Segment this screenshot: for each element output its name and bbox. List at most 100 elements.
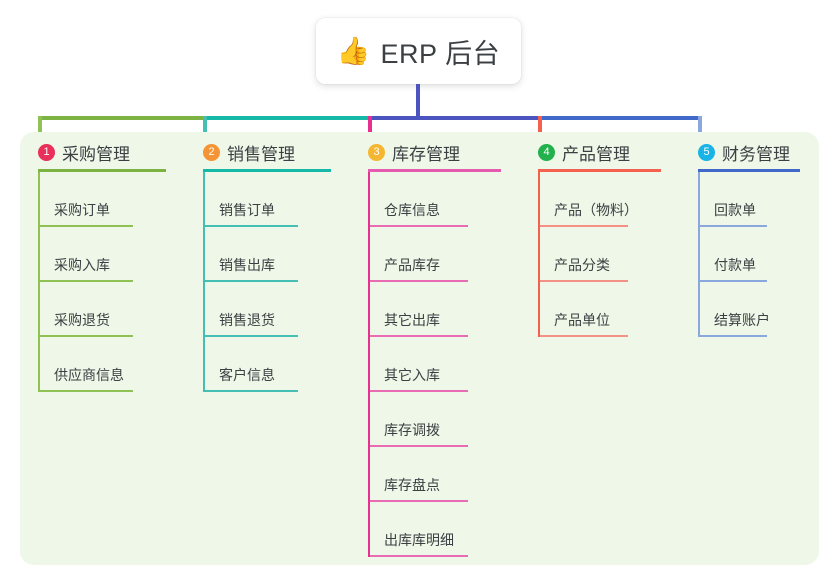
branch-item[interactable]: 出库库明细 (350, 502, 520, 557)
branch-item[interactable]: 回款单 (680, 172, 819, 227)
branch-item-label: 产品分类 (554, 257, 610, 273)
branch-header-4[interactable]: 4 产品管理 (520, 132, 680, 172)
branch-item[interactable]: 采购退货 (20, 282, 185, 337)
branch-item[interactable]: 供应商信息 (20, 337, 185, 392)
branch-item-list: 采购订单采购入库采购退货供应商信息 (20, 172, 185, 392)
branch-header-1[interactable]: 1 采购管理 (20, 132, 185, 172)
branch-item-rule (538, 280, 628, 282)
branch-item[interactable]: 采购入库 (20, 227, 185, 282)
branch-item[interactable]: 产品单位 (520, 282, 680, 337)
branch-item-rule (38, 280, 133, 282)
branch-item[interactable]: 库存盘点 (350, 447, 520, 502)
branch-title: 采购管理 (62, 144, 130, 164)
branch-item[interactable]: 结算账户 (680, 282, 819, 337)
branch-spine (203, 172, 205, 392)
root-stem-connector (416, 84, 420, 120)
branch-item-label: 其它出库 (384, 312, 440, 328)
branch-column-2: 2 销售管理销售订单销售出库销售退货客户信息 (185, 132, 350, 565)
branch-title: 销售管理 (227, 144, 295, 164)
branch-item-label: 其它入库 (384, 367, 440, 383)
branch-item-label: 结算账户 (714, 312, 770, 328)
branch-number-badge: 1 (38, 143, 55, 161)
branch-header-2[interactable]: 2 销售管理 (185, 132, 350, 172)
branch-item-list: 产品（物料） 产品分类产品单位 (520, 172, 680, 337)
branch-number-badge: 4 (538, 143, 555, 161)
connector-stub-2 (203, 116, 207, 138)
branch-item-rule (538, 225, 628, 227)
root-node[interactable]: 👍 ERP 后台 (316, 18, 521, 84)
branch-header-5[interactable]: 5 财务管理 (680, 132, 819, 172)
branch-item-rule (38, 390, 133, 392)
branch-item[interactable]: 客户信息 (185, 337, 350, 392)
connector-stub-1 (38, 116, 42, 138)
branch-title: 库存管理 (392, 144, 460, 164)
branch-item-rule (698, 280, 767, 282)
branch-item-label: 付款单 (714, 257, 756, 273)
branch-item-list: 销售订单销售出库销售退货客户信息 (185, 172, 350, 392)
branch-item-label: 库存盘点 (384, 477, 440, 493)
branch-item[interactable]: 产品（物料） (520, 172, 680, 227)
branch-item-rule (368, 500, 468, 502)
connector-bus-segment (38, 116, 207, 120)
branch-item-rule (38, 335, 133, 337)
thumbs-up-icon: 👍 (336, 35, 371, 67)
branch-item-label: 仓库信息 (384, 202, 440, 218)
branch-spine (698, 172, 700, 337)
branch-header-3[interactable]: 3 库存管理 (350, 132, 520, 172)
branch-header-rule (538, 169, 661, 172)
branch-item-rule (38, 225, 133, 227)
branch-column-5: 5 财务管理回款单付款单结算账户 (680, 132, 819, 565)
branch-item-list: 回款单付款单结算账户 (680, 172, 819, 337)
branch-item-label: 销售订单 (219, 202, 275, 218)
branch-item-rule (368, 335, 468, 337)
branch-item[interactable]: 销售出库 (185, 227, 350, 282)
branch-item[interactable]: 采购订单 (20, 172, 185, 227)
branch-title: 财务管理 (722, 144, 790, 164)
branch-item-label: 采购入库 (54, 257, 110, 273)
branch-item-list: 仓库信息产品库存其它出库其它入库库存调拨库存盘点出库库明细 (350, 172, 520, 557)
branch-item[interactable]: 其它入库 (350, 337, 520, 392)
root-node-title: ERP 后台 (380, 38, 501, 69)
branch-header-rule (38, 169, 166, 172)
branch-item[interactable]: 产品库存 (350, 227, 520, 282)
branch-column-1: 1 采购管理采购订单采购入库采购退货供应商信息 (20, 132, 185, 565)
branch-item[interactable]: 付款单 (680, 227, 819, 282)
branch-title: 产品管理 (562, 144, 630, 164)
branch-item-label: 供应商信息 (54, 367, 124, 383)
branch-header-rule (368, 169, 501, 172)
branch-item-rule (698, 225, 767, 227)
branch-item-label: 出库库明细 (384, 532, 454, 548)
branch-item[interactable]: 销售订单 (185, 172, 350, 227)
connector-bus-segment (538, 116, 702, 120)
branch-column-3: 3 库存管理仓库信息产品库存其它出库其它入库库存调拨库存盘点出库库明细 (350, 132, 520, 565)
branch-number-badge: 5 (698, 143, 715, 161)
branch-number-badge: 3 (368, 143, 385, 161)
branch-panel (20, 132, 819, 565)
branch-item-label: 回款单 (714, 202, 756, 218)
connector-bus-segment (203, 116, 372, 120)
branch-item[interactable]: 销售退货 (185, 282, 350, 337)
branch-spine (368, 172, 370, 557)
connector-stub-3 (368, 116, 372, 138)
branch-number-badge: 2 (203, 143, 220, 161)
branch-item-label: 库存调拨 (384, 422, 440, 438)
branch-item-label: 采购退货 (54, 312, 110, 328)
branch-item-rule (203, 335, 298, 337)
branch-item[interactable]: 其它出库 (350, 282, 520, 337)
branch-columns: 1 采购管理采购订单采购入库采购退货供应商信息 2 销售管理销售订单销售出库销售退货客… (20, 132, 819, 565)
branch-item[interactable]: 仓库信息 (350, 172, 520, 227)
branch-item[interactable]: 产品分类 (520, 227, 680, 282)
branch-column-4: 4 产品管理产品（物料） 产品分类产品单位 (520, 132, 680, 565)
branch-header-rule (203, 169, 331, 172)
connector-stub-5 (698, 116, 702, 138)
branch-spine (38, 172, 40, 392)
branch-header-rule (698, 169, 800, 172)
branch-item-rule (203, 225, 298, 227)
branch-item-rule (203, 280, 298, 282)
branch-item-rule (368, 390, 468, 392)
branch-item-label: 产品库存 (384, 257, 440, 273)
branch-item[interactable]: 库存调拨 (350, 392, 520, 447)
branch-item-rule (368, 280, 468, 282)
branch-item-rule (203, 390, 298, 392)
